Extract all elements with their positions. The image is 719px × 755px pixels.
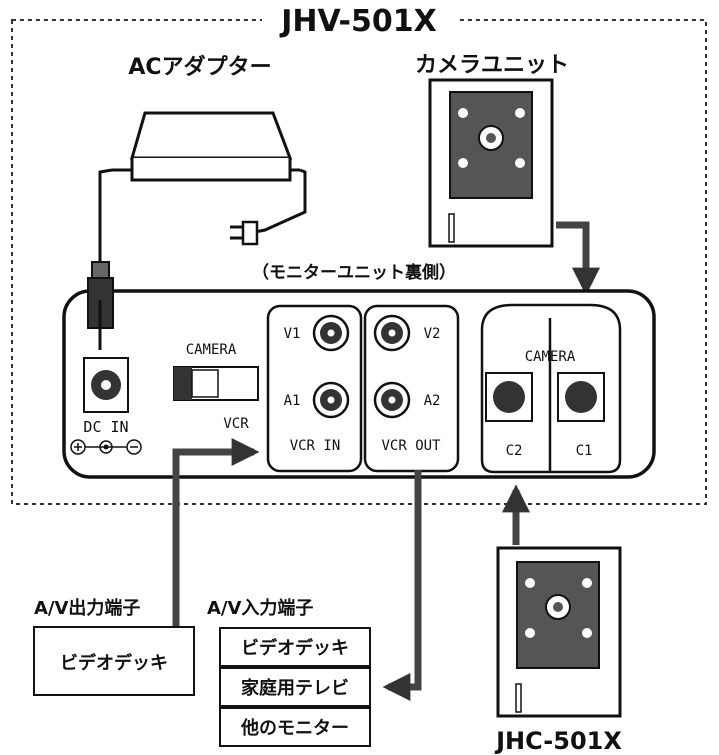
ac-adapter-label: ACアダプター [128,54,271,80]
c2-label: C2 [506,443,523,459]
av-output-device-box [33,626,195,696]
vcr-out-a-label: A2 [424,393,441,409]
c1-label: C1 [576,443,593,459]
system-title: JHV-501X [279,4,437,39]
switch-camera-label: CAMERA [186,342,237,358]
vcr-in-label: VCR IN [290,438,341,454]
vcr-out-to-tv-arrow [382,470,422,701]
av-input-label: A/V入力端子 [207,598,313,619]
vcr-in-audio-jack[interactable] [312,381,350,419]
av-output-device: ビデオデッキ [60,652,168,674]
camera-unit-label: カメラユニット [415,53,569,78]
dc-in-label: DC IN [83,418,128,436]
av-output-label: A/V出力端子 [34,597,140,619]
av-output-to-vcr-in-arrow [172,438,260,628]
dc-polarity-icon [70,439,142,455]
camera-inputs-header: CAMERA [525,349,576,365]
av-input-device-2: 家庭用テレビ [241,677,349,699]
dc-cord [98,168,113,262]
ac-adapter-icon [112,111,300,182]
av-input-device-1: ビデオデッキ [241,637,349,659]
monitor-back-label: （モニターユニット裏側） [252,262,456,283]
vcr-out-label: VCR OUT [381,438,441,454]
power-plug-icon [230,220,259,246]
camera-to-c1-arrow [556,221,600,296]
camera-unit-icon [428,78,554,248]
vcr-out-video-jack[interactable] [373,314,411,352]
c1-jack[interactable] [557,372,605,422]
camera-vcr-switch[interactable] [173,366,259,401]
switch-vcr-label: VCR [223,416,249,432]
dc-in-jack [83,357,129,413]
extra-camera-label: JHC-501X [494,727,622,755]
vcr-in-a-label: A1 [284,393,301,409]
av-input-device-list [219,627,371,747]
vcr-out-v-label: V2 [424,326,441,342]
vcr-in-video-jack[interactable] [312,314,350,352]
vcr-out-audio-jack[interactable] [373,381,411,419]
dc-plug-icon [87,261,114,350]
av-input-device-3: 他のモニター [240,717,349,739]
c2-jack[interactable] [485,372,533,422]
extra-camera-icon [496,546,622,718]
vcr-in-v-label: V1 [284,326,301,342]
